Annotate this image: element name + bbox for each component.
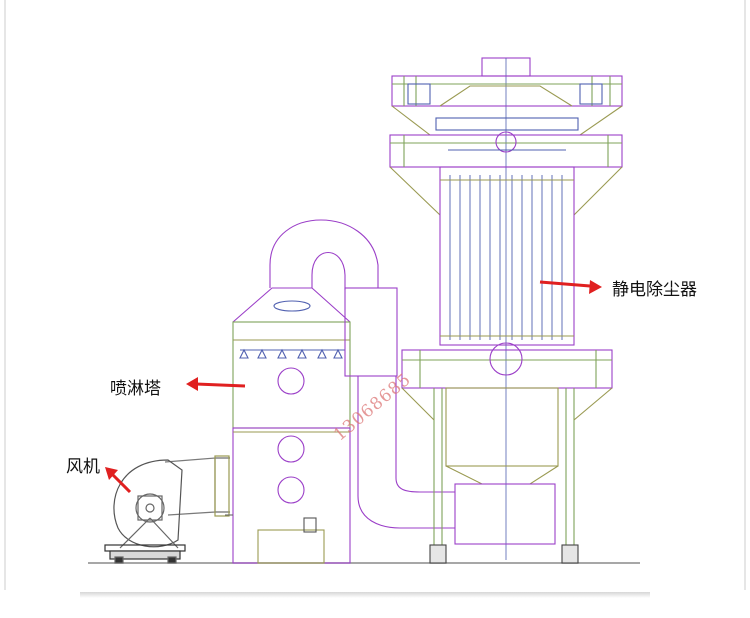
connecting-duct xyxy=(269,219,455,529)
spray-tower-label: 喷淋塔 xyxy=(110,379,161,399)
electrostatic-precipitator xyxy=(389,57,623,564)
spray-tower xyxy=(225,287,351,564)
pointer-arrows xyxy=(105,280,602,494)
bottom-shadow xyxy=(80,592,650,598)
esp-label: 静电除尘器 xyxy=(612,280,697,300)
fan xyxy=(104,455,230,564)
fan-label: 风机 xyxy=(66,457,100,477)
spray-arrow xyxy=(195,382,246,388)
fan-arrow xyxy=(110,472,132,494)
esp-arrow xyxy=(539,280,591,288)
